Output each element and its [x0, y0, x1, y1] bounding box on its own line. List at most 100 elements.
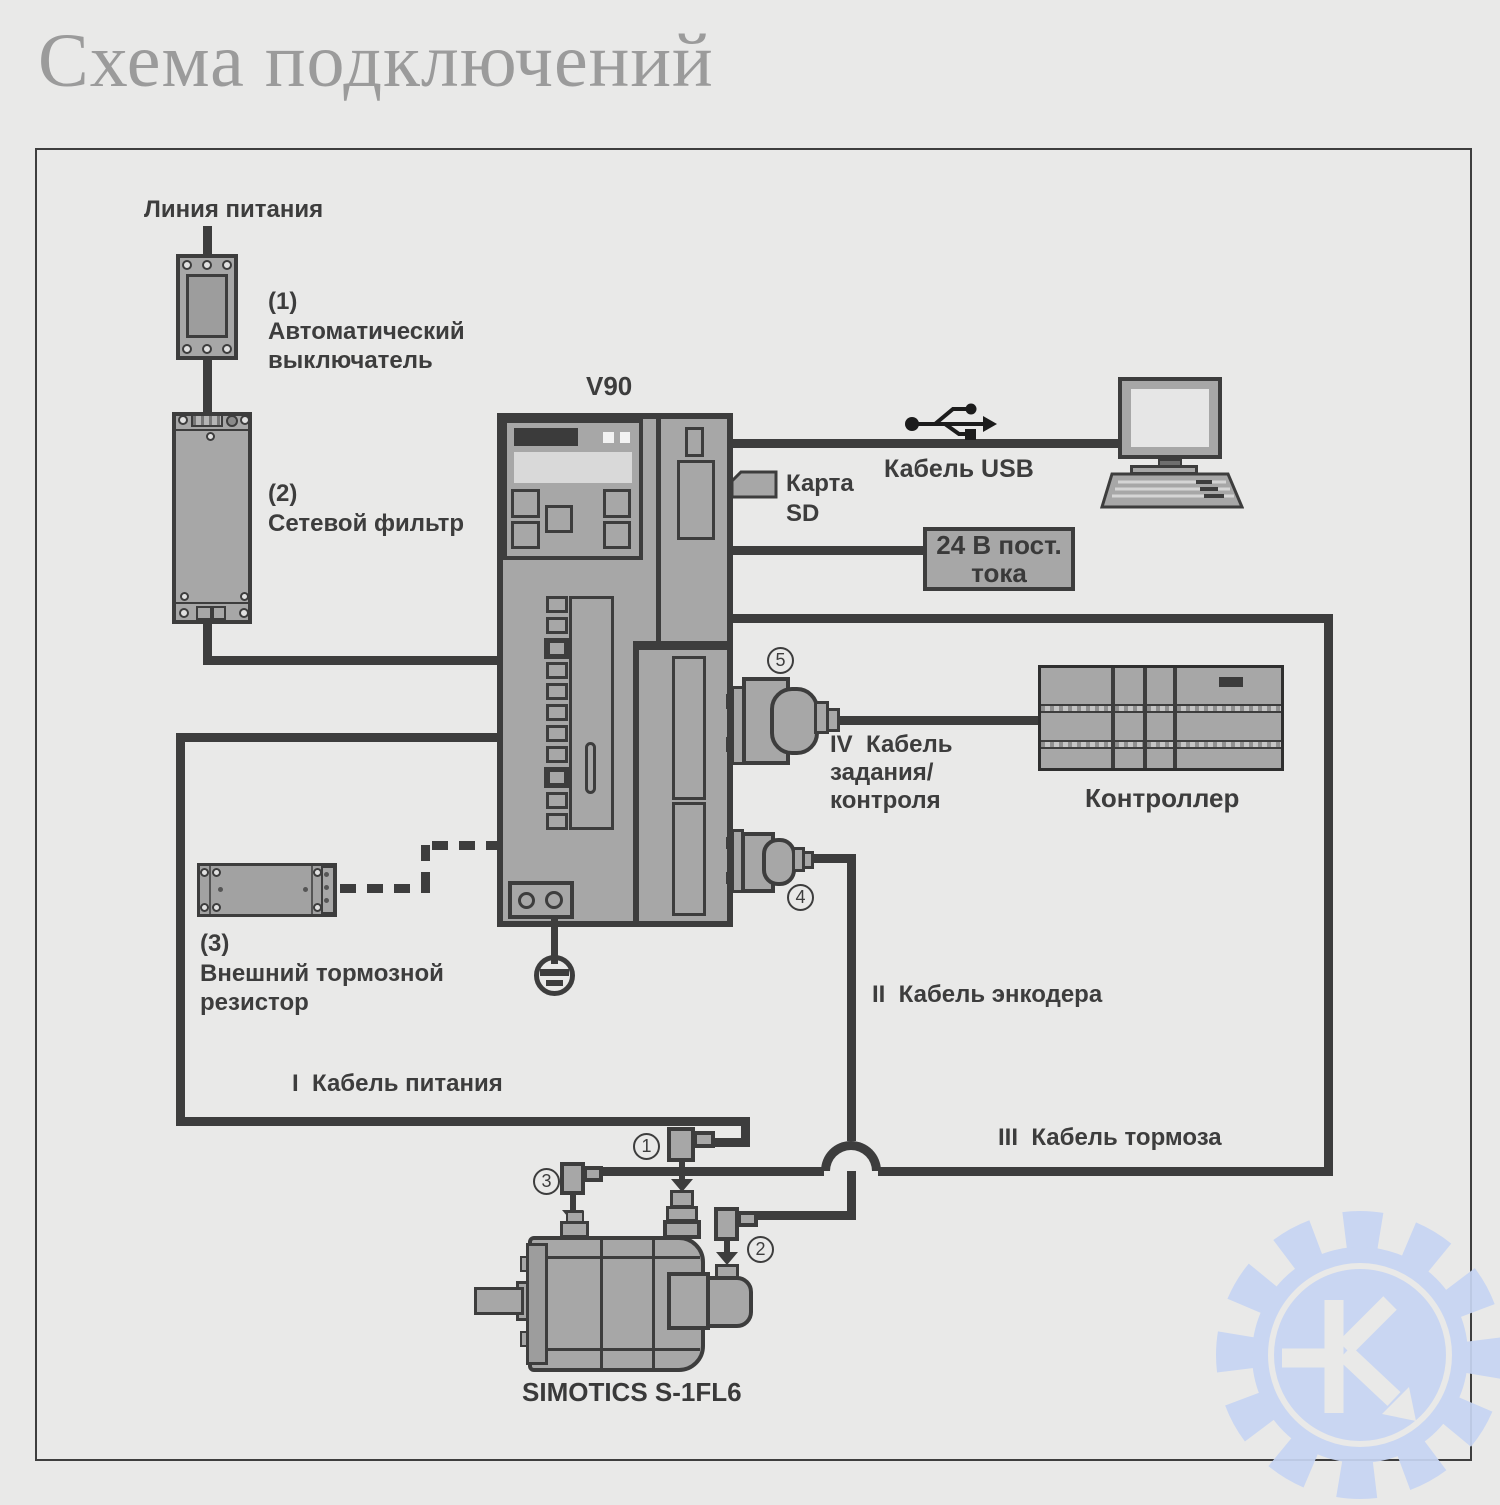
dashed-wire-resistor-h1	[340, 884, 430, 893]
elbow-connector-3	[560, 1162, 585, 1195]
filter-bottom-seam	[176, 602, 248, 604]
controller-label: Контроллер	[1085, 783, 1240, 813]
marker-2: 2	[747, 1236, 774, 1263]
wire-power-cable-hook-left	[712, 1138, 750, 1147]
arrow-1-head	[671, 1179, 693, 1192]
motor-seam-v	[652, 1240, 655, 1368]
rivet	[218, 887, 223, 892]
computer-screen	[1131, 389, 1209, 447]
screw	[240, 415, 250, 425]
cable-2-label: II Кабель энкодера	[872, 981, 1103, 1008]
drive-label: V90	[586, 371, 633, 401]
cable-1-label: I Кабель питания	[292, 1070, 503, 1097]
wire-brake-bottom-right	[878, 1167, 1333, 1176]
elbow-connector-3-arm	[583, 1166, 603, 1182]
terminal	[546, 746, 568, 763]
wire-filter-to-drive	[203, 656, 503, 665]
terminal	[546, 813, 568, 830]
arrow-1-shaft	[679, 1161, 685, 1181]
filter-port	[226, 415, 238, 427]
drive-button	[603, 521, 631, 549]
drive-display-bar	[514, 428, 578, 446]
drive-led	[603, 432, 614, 443]
wire-power-cable-hook-down	[741, 1117, 750, 1147]
wire-filter-down	[203, 620, 212, 665]
resistor-seam	[311, 866, 313, 914]
wire-brake-right	[1324, 614, 1333, 1176]
usb-icon	[905, 403, 997, 440]
screw	[212, 903, 221, 912]
terminal-cover-slot	[585, 742, 596, 794]
elbow-connector-2	[714, 1207, 739, 1241]
dc-label-1: 24 В пост.	[936, 530, 1062, 560]
drive-lcd	[514, 452, 632, 483]
drive-divider-v2	[633, 641, 639, 927]
plc-module	[1041, 668, 1111, 768]
drive-button	[545, 505, 573, 533]
usb-cable-label: Кабель USB	[884, 455, 1034, 483]
screw	[202, 260, 212, 270]
breaker-number: (1)	[268, 288, 298, 315]
wire-power-cable-top	[176, 733, 506, 742]
drive-divider-v	[656, 419, 661, 644]
wire-power-cable-bottom	[176, 1117, 750, 1126]
connector4-tip	[802, 851, 814, 869]
motor-encoder-knob	[706, 1276, 753, 1328]
resistor-label-2: резистор	[200, 989, 309, 1016]
connector5-tab	[726, 694, 733, 709]
screw	[239, 608, 249, 618]
cable-4-label-3: контроля	[830, 787, 941, 814]
wire-power-cable-left	[176, 733, 185, 1126]
line-filter	[172, 412, 252, 624]
screw	[179, 608, 189, 618]
sd-label-1: Карта	[786, 470, 854, 497]
screw	[212, 868, 221, 877]
sd-card-icon	[730, 470, 778, 499]
connector4-tab	[726, 837, 733, 849]
resistor-seam	[209, 866, 211, 914]
wire-mains-to-breaker	[203, 226, 212, 258]
plc-cpu-module	[1177, 668, 1281, 768]
resistor-label-1: Внешний тормозной	[200, 960, 444, 987]
plc-module	[1147, 668, 1173, 768]
screw	[182, 344, 192, 354]
wire-brake-top	[727, 614, 1333, 623]
rivet	[324, 872, 329, 877]
page-title: Схема подключений	[38, 19, 714, 103]
wire-hop-arc	[821, 1141, 881, 1171]
wire-ground	[551, 917, 558, 964]
sd-label-2: SD	[786, 500, 820, 527]
marker-5: 5	[767, 647, 794, 674]
dc-label-2: тока	[971, 558, 1027, 588]
filter-terminal-block	[191, 414, 223, 427]
screw	[240, 592, 249, 601]
terminal	[546, 792, 568, 809]
terminal	[546, 683, 568, 700]
drive-button	[603, 489, 631, 518]
screw	[180, 592, 189, 601]
wire-brake-bottom-left	[598, 1167, 824, 1176]
circuit-breaker-face	[186, 274, 228, 338]
arrow-2-shaft	[724, 1241, 730, 1254]
rivet	[324, 898, 329, 903]
connector4-tab	[726, 872, 733, 884]
plc-module	[1115, 668, 1143, 768]
motor-label: SIMOTICS S-1FL6	[522, 1377, 742, 1407]
pe-terminal	[518, 892, 535, 909]
connector5-tab	[726, 737, 733, 752]
marker-1: 1	[633, 1133, 660, 1160]
drive-connector-slot	[677, 460, 715, 540]
drive-connector-slot	[672, 802, 706, 916]
terminal	[546, 662, 568, 679]
connector4-lobe	[762, 838, 796, 886]
motor-seam	[532, 1256, 700, 1259]
wire-24v	[727, 546, 927, 555]
cable-4-label-2: задания/	[830, 759, 934, 786]
screw	[178, 415, 188, 425]
breaker-label-2: выключатель	[268, 347, 433, 374]
arrow-3-shaft	[570, 1194, 576, 1212]
drive-divider-h	[633, 641, 733, 650]
filter-bottom-block	[196, 606, 212, 620]
motor-seam	[532, 1348, 700, 1351]
